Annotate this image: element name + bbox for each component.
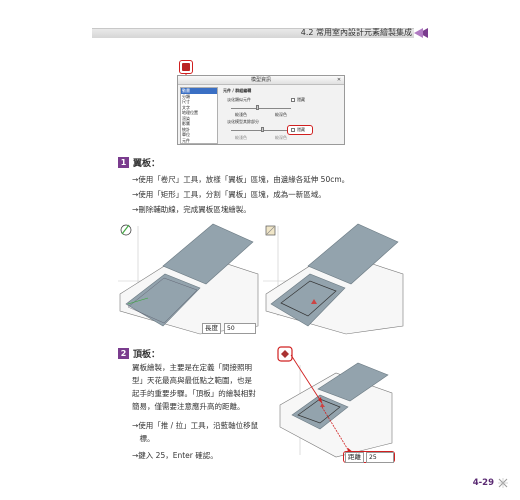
- fade-slider-1[interactable]: [231, 108, 291, 109]
- section-1-heading: 1 翼板：: [118, 156, 160, 169]
- section-title: 翼板：: [133, 159, 161, 169]
- section-2-heading: 2 頂板：: [118, 347, 160, 360]
- distance-label: 距離: [345, 452, 364, 463]
- model-info-dialog: 模型資訊 ✕ 動畫 分類 尺寸 文字 地理位置 渲染 影響 統計 單位 元件 元…: [177, 75, 345, 145]
- slider-knob-1[interactable]: [256, 105, 259, 110]
- length-label: 長度: [202, 323, 221, 334]
- wing-board-figure: [118, 223, 404, 335]
- sidebar-item[interactable]: 動畫: [181, 88, 217, 94]
- header-bar: [92, 28, 414, 38]
- page-mark-icon: [498, 478, 508, 488]
- bullet-item: →使用「矩形」工具，分割「翼板」區塊，成為一新區域。: [132, 190, 326, 199]
- paragraph-line: 翼板繪製，主要是在定義「間接照明: [132, 363, 252, 372]
- paragraph-line: 起手的重要步驟。「頂板」的繪製相對: [132, 389, 256, 398]
- bullet-item: →鍵入 25，Enter 確認。: [132, 451, 218, 460]
- sidebar-item[interactable]: 分類: [182, 93, 190, 99]
- section-number: 2: [118, 348, 129, 359]
- sidebar-item[interactable]: 渲染: [182, 115, 190, 121]
- dialog-main: 元件 / 群組編輯 淡化類似元件 隱藏 較淺色 較深色 淡化模型其餘部分 隱藏 …: [221, 87, 343, 144]
- distance-value[interactable]: 25: [366, 452, 394, 463]
- chevron-icon: [414, 28, 428, 38]
- light-label-2: 較淺色: [235, 135, 247, 140]
- section-title: 元件 / 群組編輯: [223, 88, 252, 93]
- sidebar-item[interactable]: 尺寸: [182, 99, 190, 104]
- sidebar-item[interactable]: 影響: [182, 121, 190, 126]
- bullet-item: →使用「卷尺」工具，放樣「翼板」區塊，由邊緣各延伸 50cm。: [132, 175, 350, 184]
- dialog-title: 模型資訊: [178, 76, 344, 85]
- length-value[interactable]: 50: [224, 323, 256, 334]
- top-board-figure: [277, 346, 393, 458]
- chapter-header: 4.2 常用室內設計元素繪製集成: [0, 26, 520, 40]
- hide-highlight: [287, 125, 313, 135]
- row1-check-label: 隱藏: [297, 97, 305, 102]
- page-number: 4-29: [472, 478, 494, 488]
- sidebar-item[interactable]: 統計: [182, 126, 190, 132]
- dark-label-2: 較深色: [275, 135, 287, 140]
- paragraph-line: 簡易，僅需要注意應升高的距離。: [132, 402, 245, 411]
- chapter-title: 4.2 常用室內設計元素繪製集成: [300, 28, 412, 37]
- bullet-item: →使用「推 / 拉」工具，沿藍軸位移鼠: [132, 421, 259, 430]
- close-icon[interactable]: ✕: [336, 77, 342, 83]
- light-label-1: 較淺色: [235, 112, 247, 117]
- section-2-paragraph: 翼板繪製，主要是在定義「間接照明 型」天花最高與最低點之範圍，也是 起手的重要步…: [132, 361, 282, 413]
- paragraph-line: 型」天花最高與最低點之範圍，也是: [132, 376, 252, 385]
- sidebar-item[interactable]: 單位: [182, 132, 190, 137]
- sidebar-item[interactable]: 文字: [182, 104, 190, 110]
- row2-label: 淡化模型其餘部分: [227, 119, 259, 124]
- slider-knob-2[interactable]: [261, 127, 264, 132]
- sidebar-item[interactable]: 地理位置: [182, 110, 198, 115]
- section-title: 頂板：: [133, 350, 161, 360]
- dialog-sidebar: 動畫 分類 尺寸 文字 地理位置 渲染 影響 統計 單位 元件: [180, 87, 218, 144]
- section-number: 1: [118, 157, 129, 168]
- model-info-icon[interactable]: [179, 60, 193, 74]
- bullet-item: 標。: [132, 434, 155, 443]
- hide-checkbox-1[interactable]: [291, 98, 295, 102]
- row2-check-label: 隱藏: [297, 127, 305, 132]
- dark-label-1: 較深色: [275, 112, 287, 117]
- sidebar-item[interactable]: 元件: [182, 137, 190, 143]
- hide-checkbox-2[interactable]: [291, 128, 295, 132]
- row1-label: 淡化類似元件: [227, 97, 251, 102]
- bullet-item: →刪除輔助線，完成翼板區塊繪製。: [132, 205, 251, 214]
